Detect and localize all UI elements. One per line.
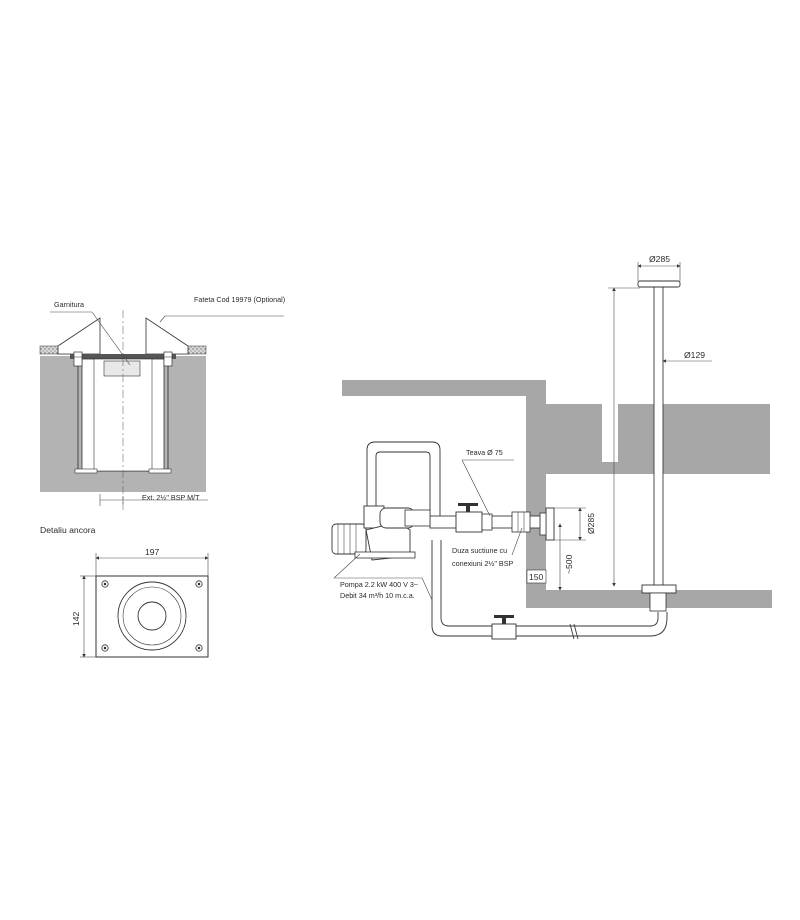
label-ext-bsp: Ext. 2½" BSP M/T	[142, 493, 200, 502]
top-nozzle-head	[637, 280, 681, 288]
label-fateta: Fateta Cod 19979 (Optional)	[194, 295, 285, 304]
bolt-left	[73, 351, 83, 367]
pump-motor	[331, 523, 367, 555]
vertical-pipe	[653, 285, 664, 593]
label-teava: Teava Ø 75	[466, 448, 503, 457]
union-fitting	[511, 511, 531, 533]
dim-top-diameter: Ø285	[649, 254, 670, 264]
return-pipe	[431, 540, 668, 640]
label-duza-line2: conexiuni 2½" BSP	[452, 559, 513, 568]
anchor-hole	[137, 601, 167, 631]
floor-anchor	[641, 584, 677, 594]
ball-valve-lower	[491, 623, 517, 640]
label-garnitura: Garnitura	[54, 300, 84, 309]
anchor-bolt-holes	[101, 580, 203, 652]
bolt-right	[163, 351, 173, 367]
dim-width-197: 197	[145, 547, 160, 557]
cover-right	[145, 317, 189, 355]
pool-floor	[526, 590, 772, 608]
pool-wall	[526, 396, 546, 590]
label-pompa-line1: Pompa 2.2 kW 400 V 3~	[340, 580, 418, 589]
u-loop-pipe	[366, 441, 441, 520]
label-duza-line1: Duza suctiune cu	[452, 546, 507, 555]
dim-pipe-diameter: Ø129	[684, 350, 705, 360]
anchor-detail: Detaliu ancora 197 142	[40, 525, 209, 658]
dim-150: 150	[529, 572, 544, 582]
pump	[331, 505, 431, 561]
top-slab	[342, 380, 546, 404]
title-detaliu-ancora: Detaliu ancora	[40, 525, 96, 535]
suction-pipe	[429, 503, 541, 533]
pump-base	[354, 551, 416, 559]
dim-height-142: 142	[71, 611, 81, 626]
ball-valve-upper	[455, 511, 483, 533]
label-pompa-line2: Debit 34 m³/h 10 m.c.a.	[340, 591, 415, 600]
dim-depth-500: ~500	[564, 554, 574, 574]
suction-nozzle	[545, 507, 555, 541]
section-detail: Garnitura Fateta Cod 19979 (Optional) Ex…	[39, 295, 285, 510]
dim-nozzle-diameter: Ø285	[586, 513, 596, 534]
flange	[70, 354, 176, 359]
installation-diagram: Ø285 Ø129 Ø285 ~500 150	[331, 254, 772, 640]
cover-left	[57, 317, 101, 355]
gasket	[103, 360, 141, 377]
